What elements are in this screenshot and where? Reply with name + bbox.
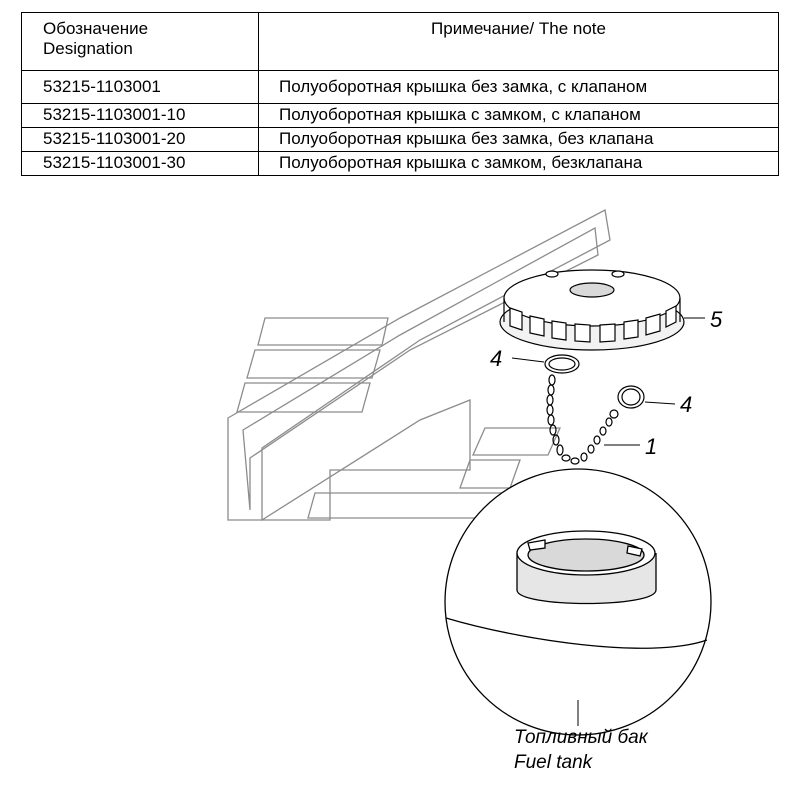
note-header: Примечание/ The note (258, 12, 779, 71)
table-row: 53215-1103001-20 Полуоборотная крышка бе… (21, 127, 779, 152)
row-note: Полуоборотная крышка без замка, без клап… (258, 127, 779, 152)
caption-en: Fuel tank (514, 752, 594, 773)
callout-cap: 5 (710, 307, 723, 332)
fuel-cap-icon (499, 269, 685, 351)
caption-ru: Топливный бак (514, 727, 649, 748)
chain-icon (546, 374, 619, 465)
callout-chain: 1 (645, 434, 657, 459)
row-designation: 53215-1103001-20 (21, 127, 259, 152)
designation-header-en: Designation (43, 39, 133, 58)
table-row: 53215-1103001-30 Полуоборотная крышка с … (21, 151, 779, 176)
leader-line-ring-right (644, 401, 676, 405)
table-row: 53215-1103001-10 Полуоборотная крышка с … (21, 103, 779, 128)
callout-ring-right: 4 (680, 392, 692, 417)
row-note: Полуоборотная крышка без замка, с клапан… (258, 70, 779, 104)
row-note: Полуоборотная крышка с замком, безклапан… (258, 151, 779, 176)
parts-table: Обозначение Designation Примечание/ The … (21, 12, 779, 176)
table-header-row: Обозначение Designation Примечание/ The … (21, 12, 779, 71)
seal-ring-right-icon (617, 385, 645, 409)
row-designation: 53215-1103001-30 (21, 151, 259, 176)
row-designation: 53215-1103001 (21, 70, 259, 104)
designation-header: Обозначение Designation (21, 12, 259, 71)
leader-line-ring-left (511, 357, 545, 363)
fuel-tank-detail (444, 468, 712, 736)
table-row: 53215-1103001 Полуоборотная крышка без з… (21, 70, 779, 104)
seal-ring-left-icon (544, 354, 580, 374)
callout-ring-left: 4 (490, 346, 502, 371)
designation-header-ru: Обозначение (43, 19, 149, 38)
